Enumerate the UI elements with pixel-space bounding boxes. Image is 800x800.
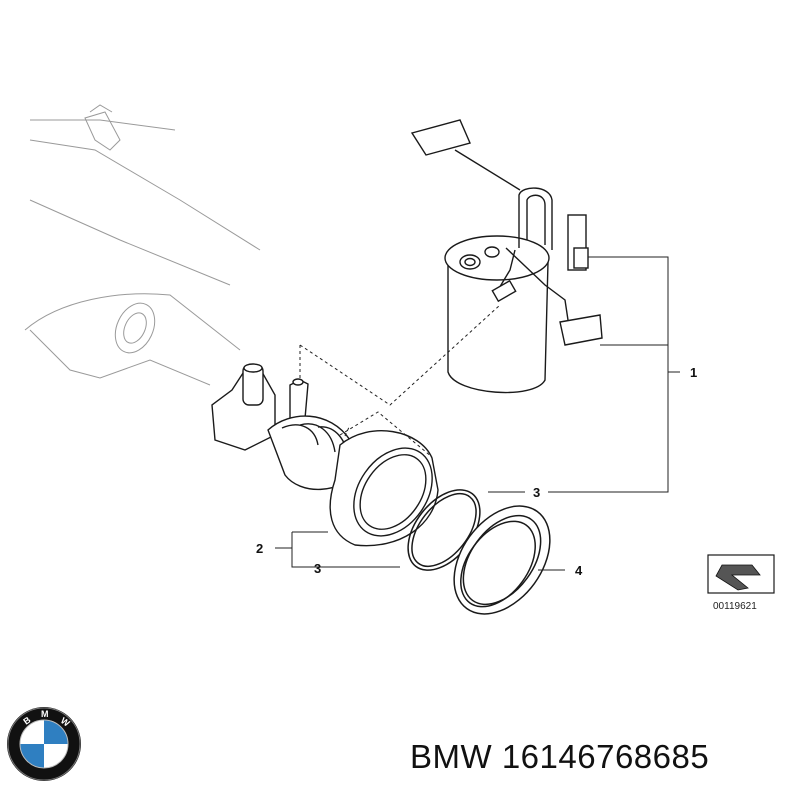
callout-leaders — [275, 256, 680, 571]
svg-text:B: B — [21, 714, 32, 726]
brand-name: BMW — [410, 738, 493, 775]
svg-text:M: M — [41, 709, 49, 719]
callout-4: 4 — [575, 563, 583, 578]
reference-box: 00119621 — [707, 554, 775, 612]
reference-code: 00119621 — [713, 601, 757, 612]
tank-outline — [24, 104, 261, 386]
dashed-leaders — [299, 304, 501, 458]
arrow-icon — [715, 564, 761, 591]
lock-ring — [453, 505, 551, 615]
callout-1: 1 — [690, 365, 697, 380]
bmw-logo: B M W — [7, 707, 81, 781]
part-number: 16146768685 — [501, 738, 710, 775]
callout-3-lower: 3 — [314, 561, 321, 576]
fuel-pump-assembly — [410, 119, 603, 394]
part-number-label: BMW 16146768685 — [410, 738, 709, 776]
pump-housing — [211, 363, 439, 547]
callout-3-upper: 3 — [533, 485, 540, 500]
callout-2: 2 — [256, 541, 263, 556]
